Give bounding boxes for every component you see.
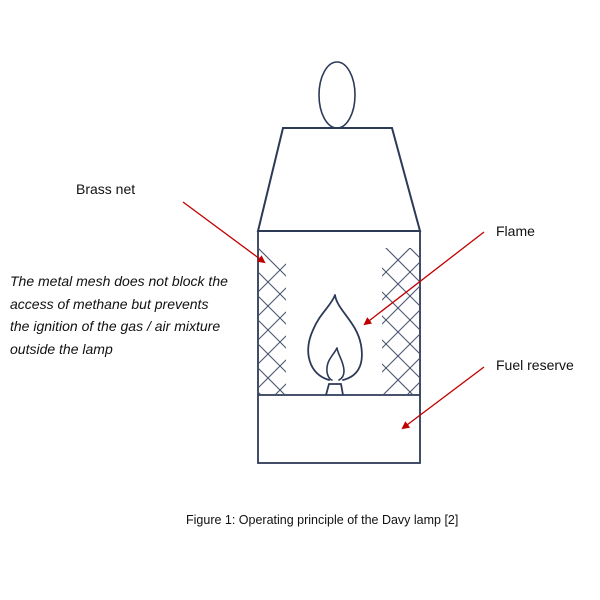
note-line: access of methane but prevents	[10, 295, 209, 312]
note-line: outside the lamp	[10, 340, 113, 357]
lamp-handle-ring	[318, 61, 356, 129]
label-flame: Flame	[496, 223, 535, 239]
lamp-body	[257, 230, 421, 464]
label-brass-net: Brass net	[76, 181, 136, 197]
arrow-flame	[363, 231, 485, 326]
wick	[325, 383, 344, 396]
lamp-cap	[256, 127, 422, 232]
flame-inner	[326, 347, 345, 381]
figure-caption: Figure 1: Operating principle of the Dav…	[186, 513, 459, 527]
brass-net-right	[382, 248, 420, 394]
brass-net-left	[258, 248, 286, 394]
flame-outer	[307, 294, 363, 381]
note-line: The metal mesh does not block the	[10, 273, 228, 289]
note-line: the ignition of the gas / air mixture	[10, 318, 221, 334]
arrow-brass-net	[182, 201, 266, 264]
mesh-explanation-note: The metal mesh does not block the access…	[10, 270, 228, 360]
label-fuel-reserve: Fuel reserve	[496, 357, 574, 373]
arrow-fuel-reserve	[401, 366, 485, 430]
